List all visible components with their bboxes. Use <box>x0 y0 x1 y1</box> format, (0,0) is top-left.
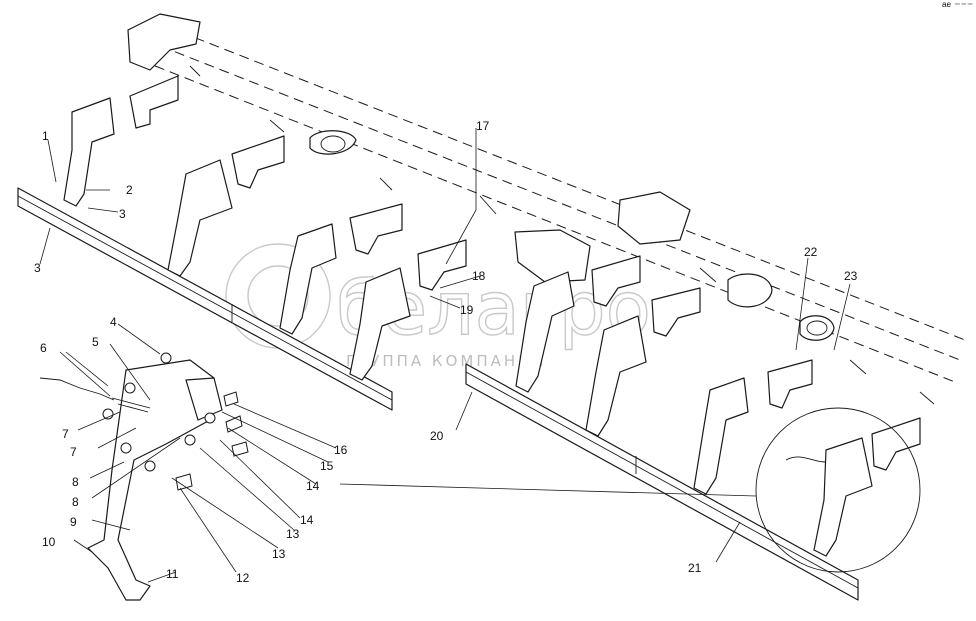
frame-tube-joint <box>309 130 357 155</box>
callout-14a: 8 <box>72 475 79 489</box>
callout-2: 2 <box>126 183 133 197</box>
callout-4: 14 <box>300 513 314 527</box>
callout-1: 3 <box>34 261 41 275</box>
callout-10: 7 <box>70 445 77 459</box>
tine-assemblies <box>63 97 411 381</box>
callout-19: 9 <box>70 515 77 529</box>
callout-3a: 12 <box>236 571 250 585</box>
left-bar <box>17 187 393 411</box>
frame-brackets <box>129 75 921 471</box>
leader-lines <box>39 128 851 583</box>
callout-20: 17 <box>476 119 490 133</box>
callout-16: 21 <box>688 561 702 575</box>
frame-beam <box>127 13 966 405</box>
callout-3b: 16 <box>334 443 348 457</box>
callout-7b: 3 <box>119 207 126 221</box>
tine-assemblies-right <box>515 271 749 495</box>
frame-tube-end <box>799 315 835 341</box>
callout-17: 13 <box>272 547 286 561</box>
exploded-view <box>39 352 249 601</box>
frame-mid-bracket <box>514 229 591 283</box>
callout-11: 14 <box>306 479 320 493</box>
callout-21: 11 <box>166 567 179 581</box>
callout-13b: 19 <box>460 303 474 317</box>
callout-22: 10 <box>42 535 56 549</box>
callout-23: 6 <box>40 341 47 355</box>
callout-8a: 4 <box>110 315 117 329</box>
callout-5: 13 <box>286 527 300 541</box>
watermark-subtitle: ГРУППА КОМПАНИЙ <box>346 351 547 370</box>
frame-mount <box>617 191 691 245</box>
detail-circle <box>755 407 921 573</box>
callout-18: 5 <box>92 335 99 349</box>
callout-13a: 8 <box>72 495 79 509</box>
frame-tube-joint-2 <box>727 273 773 308</box>
callout-6: 23 <box>844 269 858 283</box>
corner-mark: ᵃᵉ ⁻⁻⁻ <box>942 0 973 13</box>
callout-labels: 1 2 3 3 4 5 6 7 7 8 8 9 10 11 12 13 13 1… <box>34 119 858 585</box>
callout-9: 22 <box>804 245 818 259</box>
frame-end-bracket <box>127 13 201 71</box>
callout-15: 20 <box>430 429 444 443</box>
watermark-inner-ring <box>247 265 309 327</box>
callout-8b: 7 <box>62 427 69 441</box>
callout-14b: 18 <box>472 269 486 283</box>
callout-7a: 1 <box>42 129 49 143</box>
callout-12: 15 <box>320 459 334 473</box>
right-bar <box>465 363 859 601</box>
